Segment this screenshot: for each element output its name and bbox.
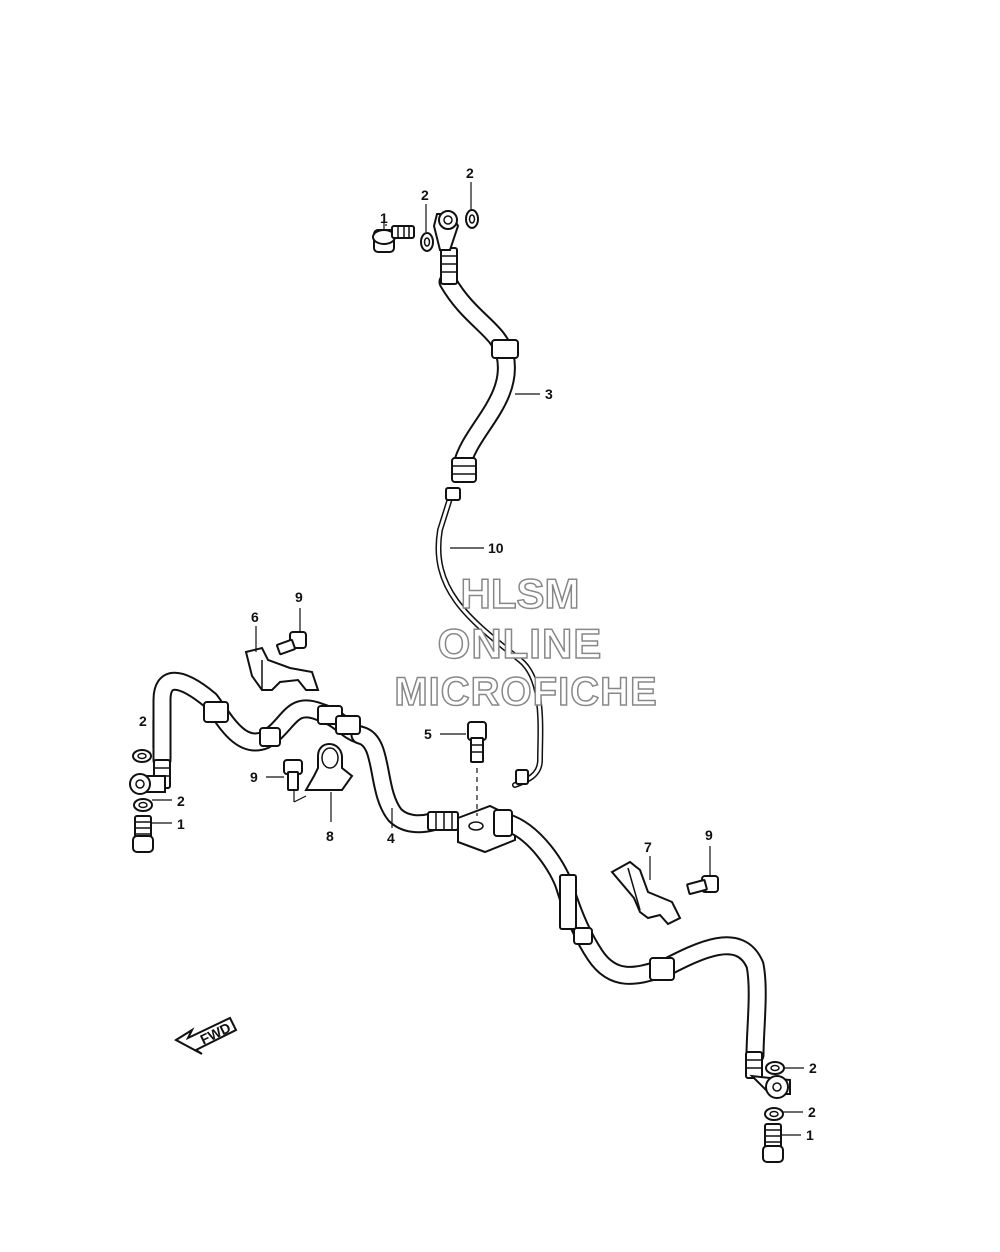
leader-lines bbox=[152, 182, 804, 1136]
bolt-5 bbox=[467, 721, 487, 816]
washer-right-top bbox=[765, 1061, 785, 1075]
brake-hose-top bbox=[432, 210, 519, 483]
bolt-9-right bbox=[686, 875, 719, 895]
bolt-9-left-mid bbox=[283, 759, 303, 791]
callout-3: 3 bbox=[545, 386, 553, 402]
callout-1-right: 1 bbox=[806, 1127, 814, 1143]
banjo-bolt-left bbox=[132, 815, 154, 853]
washer-right-bottom bbox=[764, 1107, 784, 1121]
banjo-bolt-top bbox=[372, 225, 415, 253]
callout-2-left-a: 2 bbox=[139, 713, 147, 729]
washer-left-top bbox=[132, 749, 152, 763]
callout-labels: 1 2 2 3 10 9 6 2 2 1 9 8 4 5 7 9 2 2 1 bbox=[139, 165, 817, 1143]
callout-2-right-a: 2 bbox=[809, 1060, 817, 1076]
brake-hose-right bbox=[493, 809, 791, 1099]
callout-2-right-b: 2 bbox=[808, 1104, 816, 1120]
callout-5: 5 bbox=[424, 726, 432, 742]
callout-8: 8 bbox=[326, 828, 334, 844]
callout-1-top: 1 bbox=[380, 210, 388, 226]
callout-2-left-b: 2 bbox=[177, 793, 185, 809]
callout-6: 6 bbox=[251, 609, 259, 625]
watermark-line-3: MICROFICHE bbox=[394, 669, 658, 715]
brake-pipe bbox=[435, 487, 544, 788]
washer-top-left bbox=[420, 232, 434, 252]
washer-left-bottom bbox=[133, 798, 153, 812]
callout-2-top-left: 2 bbox=[421, 187, 429, 203]
callout-1-left: 1 bbox=[177, 816, 185, 832]
fwd-label: FWD bbox=[198, 1019, 234, 1047]
callout-4: 4 bbox=[387, 830, 395, 846]
watermark-line-1: HLSM bbox=[460, 569, 581, 618]
forward-arrow-icon: FWD bbox=[174, 1016, 238, 1055]
callout-10: 10 bbox=[488, 540, 504, 556]
callout-9-right: 9 bbox=[705, 827, 713, 843]
callout-9-left-mid: 9 bbox=[250, 769, 258, 785]
callout-2-top-right: 2 bbox=[466, 165, 474, 181]
callout-7: 7 bbox=[644, 839, 652, 855]
bolt-9-upper-left bbox=[276, 631, 307, 656]
watermark-line-2: ONLINE bbox=[437, 619, 603, 668]
bracket-6 bbox=[244, 646, 320, 691]
washer-top-right bbox=[465, 209, 479, 229]
bracket-7 bbox=[610, 860, 682, 926]
banjo-bolt-right bbox=[762, 1123, 784, 1163]
clamp-8 bbox=[304, 743, 354, 791]
callout-9-upper-left: 9 bbox=[295, 589, 303, 605]
